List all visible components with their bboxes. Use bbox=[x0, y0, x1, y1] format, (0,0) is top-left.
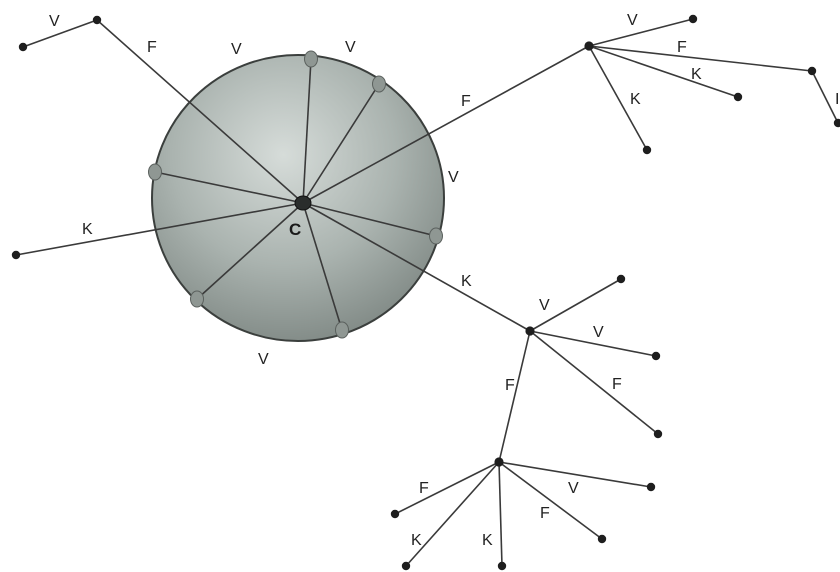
label-upper-right-F-main: F bbox=[461, 93, 471, 110]
label-upper-right-cut: I bbox=[835, 91, 839, 108]
graph-node bbox=[834, 119, 840, 127]
graph-node bbox=[643, 146, 651, 154]
label-circle-bottom: V bbox=[258, 351, 269, 368]
graph-node bbox=[494, 457, 503, 466]
label-circle-top-left: V bbox=[231, 41, 242, 58]
rim-node bbox=[149, 164, 162, 180]
graph-node bbox=[598, 535, 606, 543]
graph-node bbox=[808, 67, 816, 75]
center-label: C bbox=[289, 220, 301, 239]
label-upper-right-F: F bbox=[677, 39, 687, 56]
label-circle-top-right: V bbox=[345, 39, 356, 56]
graph-node bbox=[652, 352, 660, 360]
graph-node bbox=[584, 41, 593, 50]
graph-node bbox=[525, 326, 534, 335]
edge-labels: C V V V V K F V F V F K K I K V V F F F … bbox=[49, 12, 839, 549]
graph-node bbox=[647, 483, 655, 491]
label-bottom-K1: K bbox=[411, 532, 422, 549]
label-lower-right-F1: F bbox=[505, 377, 515, 394]
graph-node bbox=[734, 93, 742, 101]
label-lower-right-F2: F bbox=[612, 376, 622, 393]
graph-node bbox=[654, 430, 662, 438]
label-left-edge: K bbox=[82, 221, 93, 238]
label-lower-right-V1: V bbox=[539, 297, 550, 314]
rim-node bbox=[373, 76, 386, 92]
label-upper-right-K1: K bbox=[691, 66, 702, 83]
label-bottom-V: V bbox=[568, 480, 579, 497]
rim-node bbox=[305, 51, 318, 67]
label-top-left-V: V bbox=[49, 13, 60, 30]
graph-node bbox=[402, 562, 410, 570]
graph-node bbox=[391, 510, 399, 518]
label-lower-right-K-main: K bbox=[461, 273, 472, 290]
rim-node bbox=[191, 291, 204, 307]
graph-node bbox=[12, 251, 20, 259]
label-circle-right: V bbox=[448, 169, 459, 186]
rim-node bbox=[430, 228, 443, 244]
label-top-left-F: F bbox=[147, 39, 157, 56]
label-lower-right-V2: V bbox=[593, 324, 604, 341]
label-upper-right-V: V bbox=[627, 12, 638, 29]
label-upper-right-K2: K bbox=[630, 91, 641, 108]
graph-node bbox=[498, 562, 506, 570]
rim-node bbox=[336, 322, 349, 338]
graph-node bbox=[93, 16, 101, 24]
graph-node bbox=[19, 43, 27, 51]
label-bottom-F1: F bbox=[419, 480, 429, 497]
center-node bbox=[295, 196, 311, 210]
label-bottom-F2: F bbox=[540, 505, 550, 522]
graph-node bbox=[689, 15, 697, 23]
label-bottom-K2: K bbox=[482, 532, 493, 549]
graph-node bbox=[617, 275, 625, 283]
